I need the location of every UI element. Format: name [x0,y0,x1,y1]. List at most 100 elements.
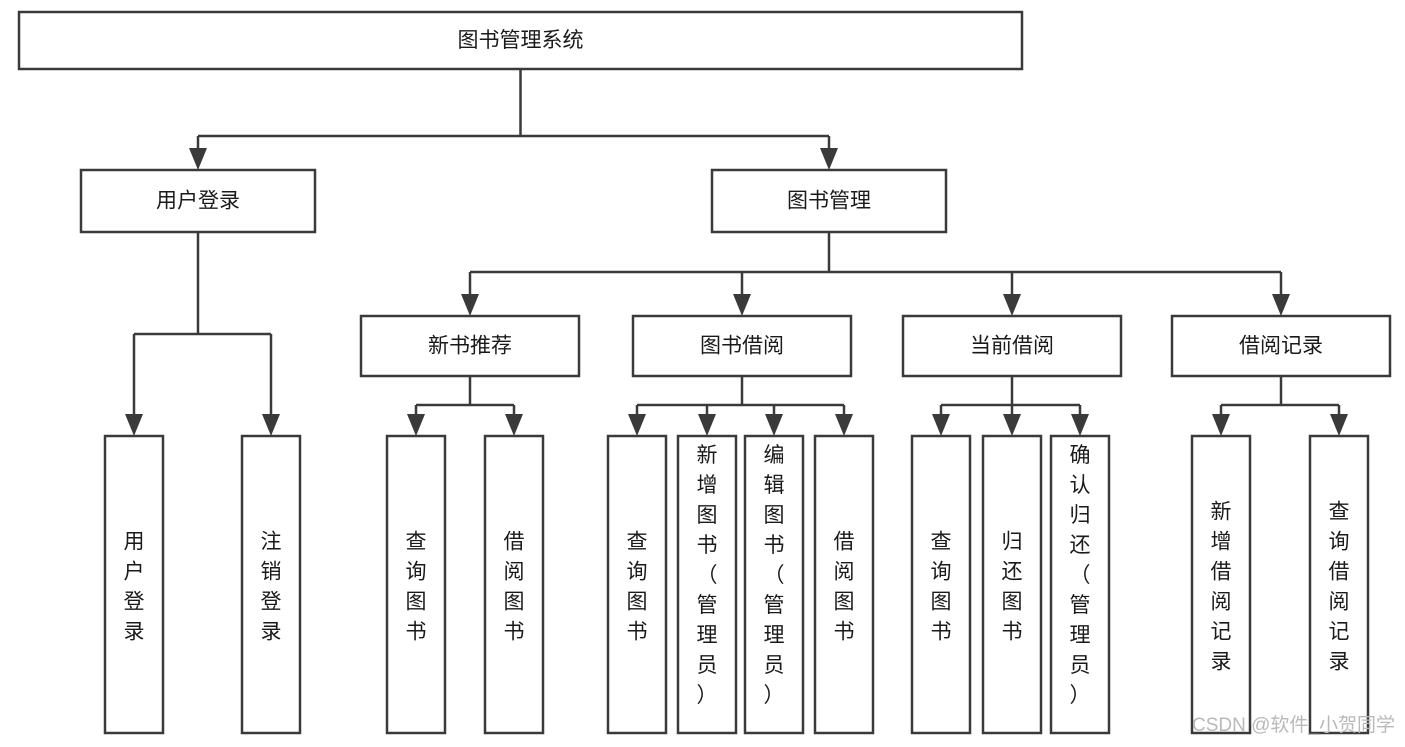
node-nbr-query-book-label-char: 书 [406,621,427,644]
node-nbr-borrow-book-label-char: 借 [504,531,525,554]
node-bb-add-book-box[interactable] [676,434,738,735]
node-nbr-query-book-box[interactable] [385,434,447,735]
node-bb-borrow-book-label-char: 阅 [834,561,855,584]
node-bb-edit-book-box[interactable] [743,434,805,735]
node-br-query-record-label-char: 询 [1329,531,1350,554]
to-bb-add-book-head [698,414,716,436]
node-cb-return-book-box[interactable] [981,434,1043,735]
nodes-layer: 图书管理系统用户登录图书管理用户登录注销登录新书推荐查询图书借阅图书图书借阅查询… [17,10,1392,735]
node-bb-query-book-box[interactable] [606,434,668,735]
node-cb-query-book-box[interactable] [910,434,972,735]
node-br-add-record-label-char: 阅 [1211,591,1232,614]
node-book-borrow-box[interactable] [631,314,853,378]
csdn-watermark: CSDN @软件_小贺同学 [1192,714,1395,736]
to-cb-confirm-return-head [1071,414,1089,436]
node-user-logout-box[interactable] [240,434,302,735]
to-bb-query-book-head [628,414,646,436]
node-cb-return-book-label-char: 图 [1002,591,1023,614]
node-bb-edit-book-label-char: 辑 [764,474,785,497]
node-user-login-box[interactable] [79,168,317,234]
node-cb-confirm-return-label-char: 归 [1070,504,1091,527]
node-new-book-recommend-label: 新书推荐 [428,335,512,358]
node-user-login-label: 用户登录 [156,190,240,213]
node-bb-add-book-label-char: 理 [697,624,718,647]
node-nbr-borrow-book-box[interactable] [483,434,545,735]
node-br-query-record-box[interactable] [1308,434,1370,735]
to-br-query-record-head [1330,414,1348,436]
to-cb-return-book-head [1003,414,1021,436]
node-current-borrow-box[interactable] [901,314,1123,378]
node-nbr-borrow-book-label-char: 图 [504,591,525,614]
node-user-login-do-box[interactable] [103,434,165,735]
node-bb-add-book-label-char: 管 [697,594,718,617]
node-user-logout-label-char: 录 [261,621,282,644]
node-bb-edit-book-label-char: 图 [764,504,785,527]
node-cb-confirm-return-label-char: 确 [1070,444,1091,467]
node-cb-query-book-label-char: 书 [931,621,952,644]
node-user-logout-label-char: 销 [261,561,282,584]
node-book-manage-label: 图书管理 [787,190,871,213]
node-new-book-recommend-box[interactable] [359,314,581,378]
node-bb-borrow-book-box[interactable] [813,434,875,735]
node-borrow-record-box[interactable] [1170,314,1392,378]
node-cb-query-book-label-char: 询 [931,561,952,584]
node-br-add-record-label-char: 记 [1211,621,1232,644]
node-borrow-record-label: 借阅记录 [1239,335,1323,358]
node-nbr-query-book-label-char: 查 [406,531,427,554]
node-book-borrow-label: 图书借阅 [700,335,784,358]
node-bb-query-book-label-char: 询 [627,561,648,584]
node-bb-query-book-label-char: 查 [627,531,648,554]
node-user-logout-label-char: 登 [261,591,282,614]
to-cb-query-book-head [932,414,950,436]
node-bb-borrow-book-label-char: 图 [834,591,855,614]
node-br-add-record-box[interactable] [1190,434,1252,735]
node-cb-confirm-return-label-char: （ [1070,564,1091,587]
to-user-login-do-head [125,414,143,436]
node-user-login-do-label: 用户登录 [124,531,145,644]
node-nbr-query-book-label-char: 询 [406,561,427,584]
node-nbr-borrow-book-label-char: 阅 [504,561,525,584]
node-bb-query-book-label-char: 图 [627,591,648,614]
node-cb-confirm-return-box[interactable] [1049,434,1111,735]
node-bb-add-book-label-char: （ [697,564,718,587]
node-cb-confirm-return-label-char: 员 [1070,654,1091,677]
root-to-book-manage-head [820,148,838,170]
node-bb-edit-book-label-char: 书 [764,534,785,557]
to-borrow-record-head [1272,294,1290,316]
node-book-manage-box[interactable] [710,168,948,234]
node-bb-add-book-label-char: 增 [697,474,718,497]
to-nbr-borrow-book-head [505,414,523,436]
node-user-login-do-label-char: 用 [124,531,145,554]
node-bb-edit-book-label-char: ） [764,684,785,707]
node-bb-add-book-label-char: 员 [697,654,718,677]
node-bb-edit-book-label-char: 管 [764,594,785,617]
node-br-query-record-label-char: 录 [1329,651,1350,674]
node-user-login-do-label-char: 登 [124,591,145,614]
node-user-login-do-label-char: 录 [124,621,145,644]
node-current-borrow-label: 当前借阅 [970,335,1054,358]
to-bb-borrow-book-head [835,414,853,436]
node-root-box[interactable] [17,10,1024,71]
node-cb-confirm-return-label-char: 还 [1070,534,1091,557]
to-book-borrow-head [733,294,751,316]
node-cb-confirm-return-label-char: 理 [1070,624,1091,647]
to-new-book-recommend-head [461,294,479,316]
node-br-query-record-label-char: 借 [1329,561,1350,584]
root-to-user-login-head [189,148,207,170]
node-cb-return-book-label-char: 书 [1002,621,1023,644]
node-br-add-record-label-char: 借 [1211,561,1232,584]
node-user-login-do-label-char: 户 [124,561,145,584]
node-bb-add-book-label-char: 图 [697,504,718,527]
node-cb-confirm-return-label-char: 认 [1070,474,1091,497]
node-user-logout-label-char: 注 [261,531,282,554]
node-bb-add-book-label-char: ） [697,684,718,707]
node-root-label: 图书管理系统 [458,29,584,52]
